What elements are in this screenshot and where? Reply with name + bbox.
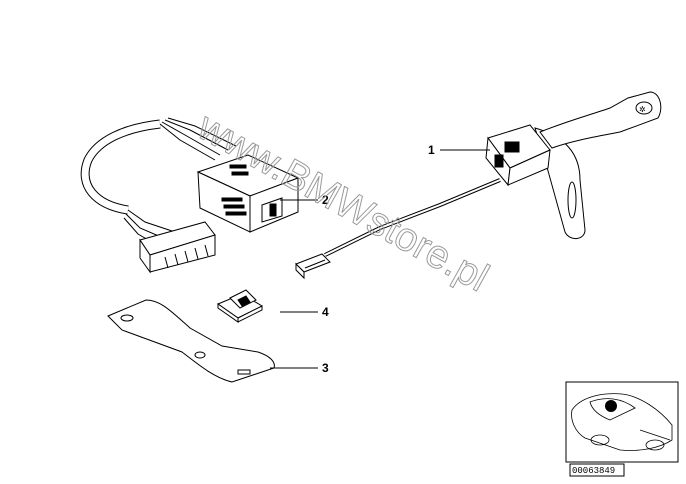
callout-2: 2 xyxy=(322,193,329,207)
location-marker-icon xyxy=(605,400,617,412)
callout-4: 4 xyxy=(322,305,329,319)
callout-1: 1 xyxy=(428,143,435,157)
callout-3: 3 xyxy=(322,361,329,375)
steering-column-switch: ✲ xyxy=(295,91,662,280)
harness-connector xyxy=(139,221,216,274)
wiring-harness xyxy=(80,117,237,249)
svg-text:✲: ✲ xyxy=(639,105,646,114)
car-location-thumbnail: 00063849 xyxy=(565,381,679,477)
car-silhouette-icon xyxy=(571,393,673,451)
leader-lines xyxy=(270,149,490,369)
thumbnail-code: 00063849 xyxy=(572,466,615,476)
bracket xyxy=(107,299,275,383)
clip xyxy=(216,289,264,323)
control-unit xyxy=(196,154,300,233)
